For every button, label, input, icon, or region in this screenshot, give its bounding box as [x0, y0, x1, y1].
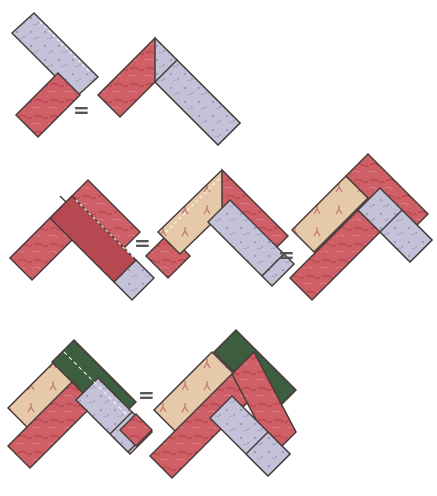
row-3-step-1 [6, 338, 154, 470]
equals-sign: = [278, 243, 295, 267]
row-1: = [10, 11, 242, 147]
gray-strip-join [153, 58, 242, 147]
gray-strip-tail [260, 252, 296, 288]
row-1-step-2 [96, 36, 242, 147]
row-2-step-2 [144, 168, 296, 288]
equals-sign: = [73, 98, 90, 122]
seam-line [75, 199, 135, 259]
row-3-step-2 [148, 328, 298, 480]
row-2: = = [8, 152, 434, 302]
equals-sign: = [134, 231, 151, 255]
row-3: = [6, 328, 298, 480]
seam-line [63, 351, 127, 415]
gray-strip-tail [378, 208, 434, 264]
equals-sign: = [138, 383, 155, 407]
row-1-step-1 [10, 11, 100, 139]
gray-strip-tail [244, 430, 292, 478]
red-strip [14, 71, 82, 139]
seam-line [165, 177, 221, 233]
gray-strip [112, 258, 156, 302]
row-2-step-1 [8, 178, 156, 302]
red-strip-dark [59, 178, 142, 256]
row-2-step-3 [288, 152, 434, 302]
red-strip-right [118, 412, 154, 448]
